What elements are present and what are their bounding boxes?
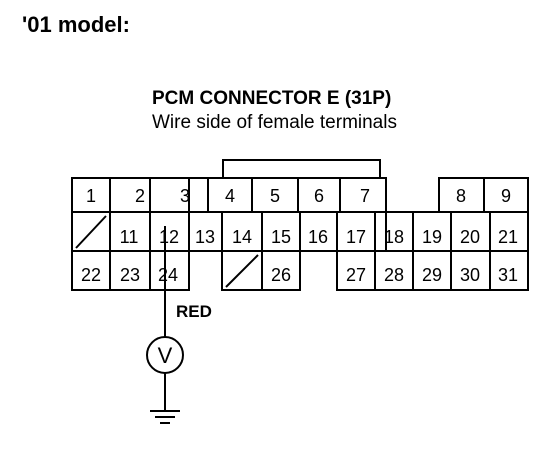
blank-cell-slash bbox=[75, 215, 107, 249]
pin-label: 20 bbox=[460, 227, 480, 247]
pin-label: 29 bbox=[422, 265, 442, 285]
pin-label: 28 bbox=[384, 265, 404, 285]
pin-label: 6 bbox=[314, 186, 324, 206]
pin-label: 9 bbox=[501, 186, 511, 206]
pin-label: 7 bbox=[360, 186, 370, 206]
pin-label: 23 bbox=[120, 265, 140, 285]
connector-latch bbox=[222, 159, 381, 178]
pin-label: 19 bbox=[422, 227, 442, 247]
pin-label: 15 bbox=[271, 227, 291, 247]
pin-label: 11 bbox=[120, 227, 139, 247]
voltmeter-label: V bbox=[158, 343, 173, 368]
wire-color-label: RED bbox=[176, 302, 212, 321]
pin-label: 3 bbox=[180, 186, 190, 206]
pin-label: 4 bbox=[225, 186, 235, 206]
connector-subtitle: Wire side of female terminals bbox=[152, 112, 397, 133]
pin-label: 12 bbox=[159, 227, 179, 247]
pin-label: 16 bbox=[308, 227, 328, 247]
pin-label: 1 bbox=[86, 186, 96, 206]
blank-cell-slash bbox=[225, 254, 259, 288]
pin-label: 13 bbox=[195, 227, 215, 247]
ground-icon bbox=[150, 410, 180, 424]
connector-block-middle bbox=[188, 177, 387, 252]
pin-label: 8 bbox=[456, 186, 466, 206]
pin-label: 21 bbox=[498, 227, 518, 247]
pin-label: 2 bbox=[135, 186, 145, 206]
pin-label: 24 bbox=[158, 265, 178, 285]
connector-title: PCM CONNECTOR E (31P) bbox=[152, 88, 392, 109]
model-title: '01 model: bbox=[22, 12, 130, 37]
pin-label: 30 bbox=[460, 265, 480, 285]
pin-label: 31 bbox=[498, 265, 518, 285]
pin-label: 5 bbox=[270, 186, 280, 206]
pin-label: 18 bbox=[384, 227, 404, 247]
pin-label: 17 bbox=[346, 227, 366, 247]
pin-label: 14 bbox=[232, 227, 252, 247]
pin-label: 27 bbox=[346, 265, 366, 285]
pin-label: 26 bbox=[271, 265, 291, 285]
pin-label: 22 bbox=[81, 265, 101, 285]
